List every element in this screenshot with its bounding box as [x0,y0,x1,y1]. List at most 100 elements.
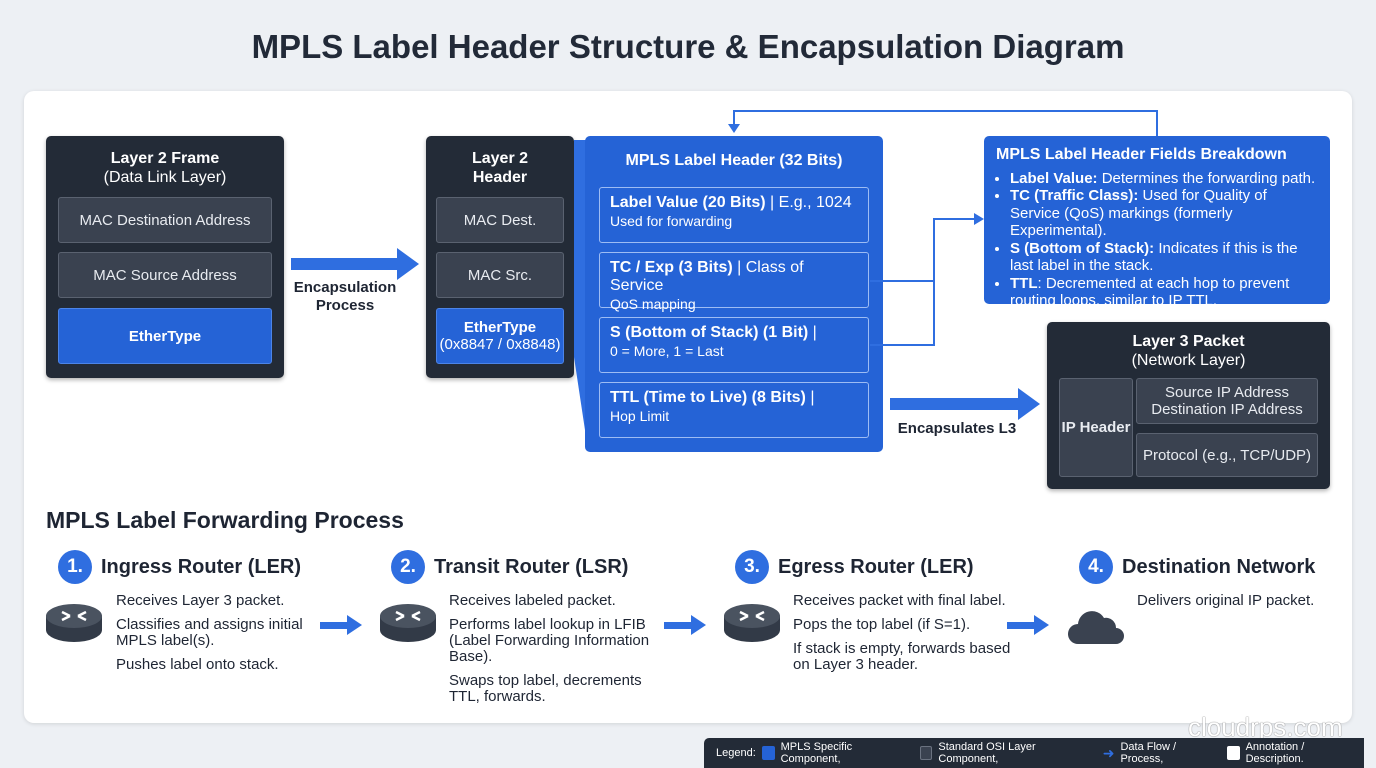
field-sub: Hop Limit [610,408,670,424]
encapsulates-l3-arrow [890,388,1040,420]
step-description: Delivers original IP packet. [1137,593,1337,617]
layer3-subtitle: (Network Layer) [1131,352,1246,369]
encapsulates-l3-label: Encapsulates L3 [897,420,1017,437]
line: If stack is empty, forwards based on Lay… [793,640,1011,673]
legend-item: Data Flow / Process, [1120,741,1177,765]
breakdown-item: Label Value: Determines the forwarding p… [1010,170,1318,188]
osi-swatch [919,746,933,760]
field-name: Label Value (20 Bits) [610,194,766,211]
mpls-expansion-wedge [574,140,588,450]
arrowhead-icon [728,124,740,133]
connector-line [933,218,935,346]
protocol-field: Protocol (e.g., TCP/UDP) [1136,433,1318,477]
field-name: TTL (Time to Live) (8 Bits) [610,389,806,406]
term: TC (Traffic Class): [1010,187,1139,204]
feedback-line [1156,110,1158,136]
step-number: 1. [58,550,92,584]
bottom-of-stack-field: S (Bottom of Stack) (1 Bit) |0 = More, 1… [599,317,869,373]
feedback-line [733,110,735,130]
ethertype-field: EtherType [58,308,272,364]
line: Receives Layer 3 packet. [116,592,285,609]
layer2-frame-box: Layer 2 Frame (Data Link Layer) MAC Desti… [46,136,284,378]
line: Performs label lookup in LFIB (Label For… [449,616,650,665]
flow-arrow [664,615,706,635]
line: Delivers original IP packet. [1137,592,1315,609]
watermark: cloudrps.com [1188,712,1343,742]
mpls-header-title: MPLS Label Header (32 Bits) [625,152,843,169]
mac-destination-field: MAC Destination Address [58,197,272,243]
flow-arrow [320,615,362,635]
source-ip: Source IP Address [1165,384,1289,401]
step-number: 2. [391,550,425,584]
page-title: MPLS Label Header Structure & Encapsulat… [251,28,1125,65]
cloud-icon [1068,611,1124,644]
ethertype-value: (0x8847 / 0x8848) [439,336,561,353]
step-title: Ingress Router (LER) [101,556,302,578]
layer2-header-box: Layer 2 Header MAC Dest. MAC Src. EtherT… [426,136,574,378]
field-sub: 0 = More, 1 = Last [610,343,724,359]
destination-ip: Destination IP Address [1151,401,1303,418]
legend-label: Legend: [716,747,756,759]
layer2-frame-subtitle: (Data Link Layer) [103,169,227,186]
fields-breakdown-box: MPLS Label Header Fields Breakdown Label… [984,136,1330,309]
field-name: S (Bottom of Stack) (1 Bit) [610,324,809,341]
field-sub: Used for forwarding [610,213,733,229]
router-icon [380,604,436,642]
arrowhead-icon [974,213,984,225]
encapsulation-arrow [291,248,419,280]
mac-source-field: MAC Source Address [58,252,272,298]
arrow-icon: ➜ [1102,744,1115,761]
line: Classifies and assigns initial MPLS labe… [116,616,303,649]
legend: Legend: MPLS Specific Component, Standar… [704,738,1364,768]
feedback-line [733,110,1158,112]
layer3-title: Layer 3 Packet [1132,333,1245,350]
process-title: MPLS Label Forwarding Process [46,507,404,533]
mac-dest-field: MAC Dest. [436,197,564,243]
field-detail: | E.g., 1024 [765,194,852,211]
text: Used for Quality of Service (QoS) markin… [1010,187,1267,239]
mac-src-field: MAC Src. [436,252,564,298]
field-sub: QoS mapping [610,296,696,312]
mpls-swatch [761,746,775,760]
step-description: Receives Layer 3 packet. Classifies and a… [116,593,326,681]
annotation-swatch [1226,746,1240,760]
term: TTL [1010,274,1038,292]
line: Pops the top label (if S=1). [793,616,971,633]
line: Receives labeled packet. [449,592,616,609]
ethertype-mpls-field: EtherType(0x8847 / 0x8848) [436,308,564,364]
field-detail: | Class of Service [610,259,804,294]
ip-header-field: IP Header [1059,378,1133,477]
breakdown-item: TTL: Decremented at each hop to prevent … [1010,275,1318,310]
ethertype-label: EtherType [463,319,537,336]
term: S (Bottom of Stack): [1010,239,1155,257]
field-detail: | [805,389,815,406]
step-title: Transit Router (LSR) [434,556,629,578]
text: Indicates if this is the last label in t… [1010,239,1298,275]
text: Determines the forwarding path. [1097,169,1316,187]
router-icon [724,604,780,642]
legend-item: Annotation / Description. [1245,741,1305,765]
connector-line [933,218,975,220]
flow-arrow [1007,615,1049,635]
layer3-packet-box: Layer 3 Packet(Network Layer) IP Header … [1047,322,1330,489]
layer2-frame-title: Layer 2 Frame [110,150,220,167]
breakdown-title: MPLS Label Header Fields Breakdown [996,146,1287,163]
breakdown-item: S (Bottom of Stack): Indicates if this i… [1010,240,1318,275]
line: Pushes label onto stack. [116,656,279,673]
line: Receives packet with final label. [793,592,1006,609]
line: Swaps top label, decrements TTL, forward… [449,672,642,705]
connector-line [870,280,934,282]
step-title: Egress Router (LER) [778,556,974,578]
term: Label Value: [1010,169,1098,187]
layer2-header-title: Layer 2 Header [471,150,529,186]
step-description: Receives labeled packet. Performs label l… [449,593,659,713]
text: : Decremented at each hop to prevent rou… [1010,274,1290,310]
router-icon [46,604,102,642]
step-title: Destination Network [1122,556,1316,578]
legend-item: MPLS Specific Component, [780,741,853,765]
encapsulation-label: Encapsulation Process [293,279,397,314]
field-name: TC / Exp (3 Bits) [610,259,733,276]
